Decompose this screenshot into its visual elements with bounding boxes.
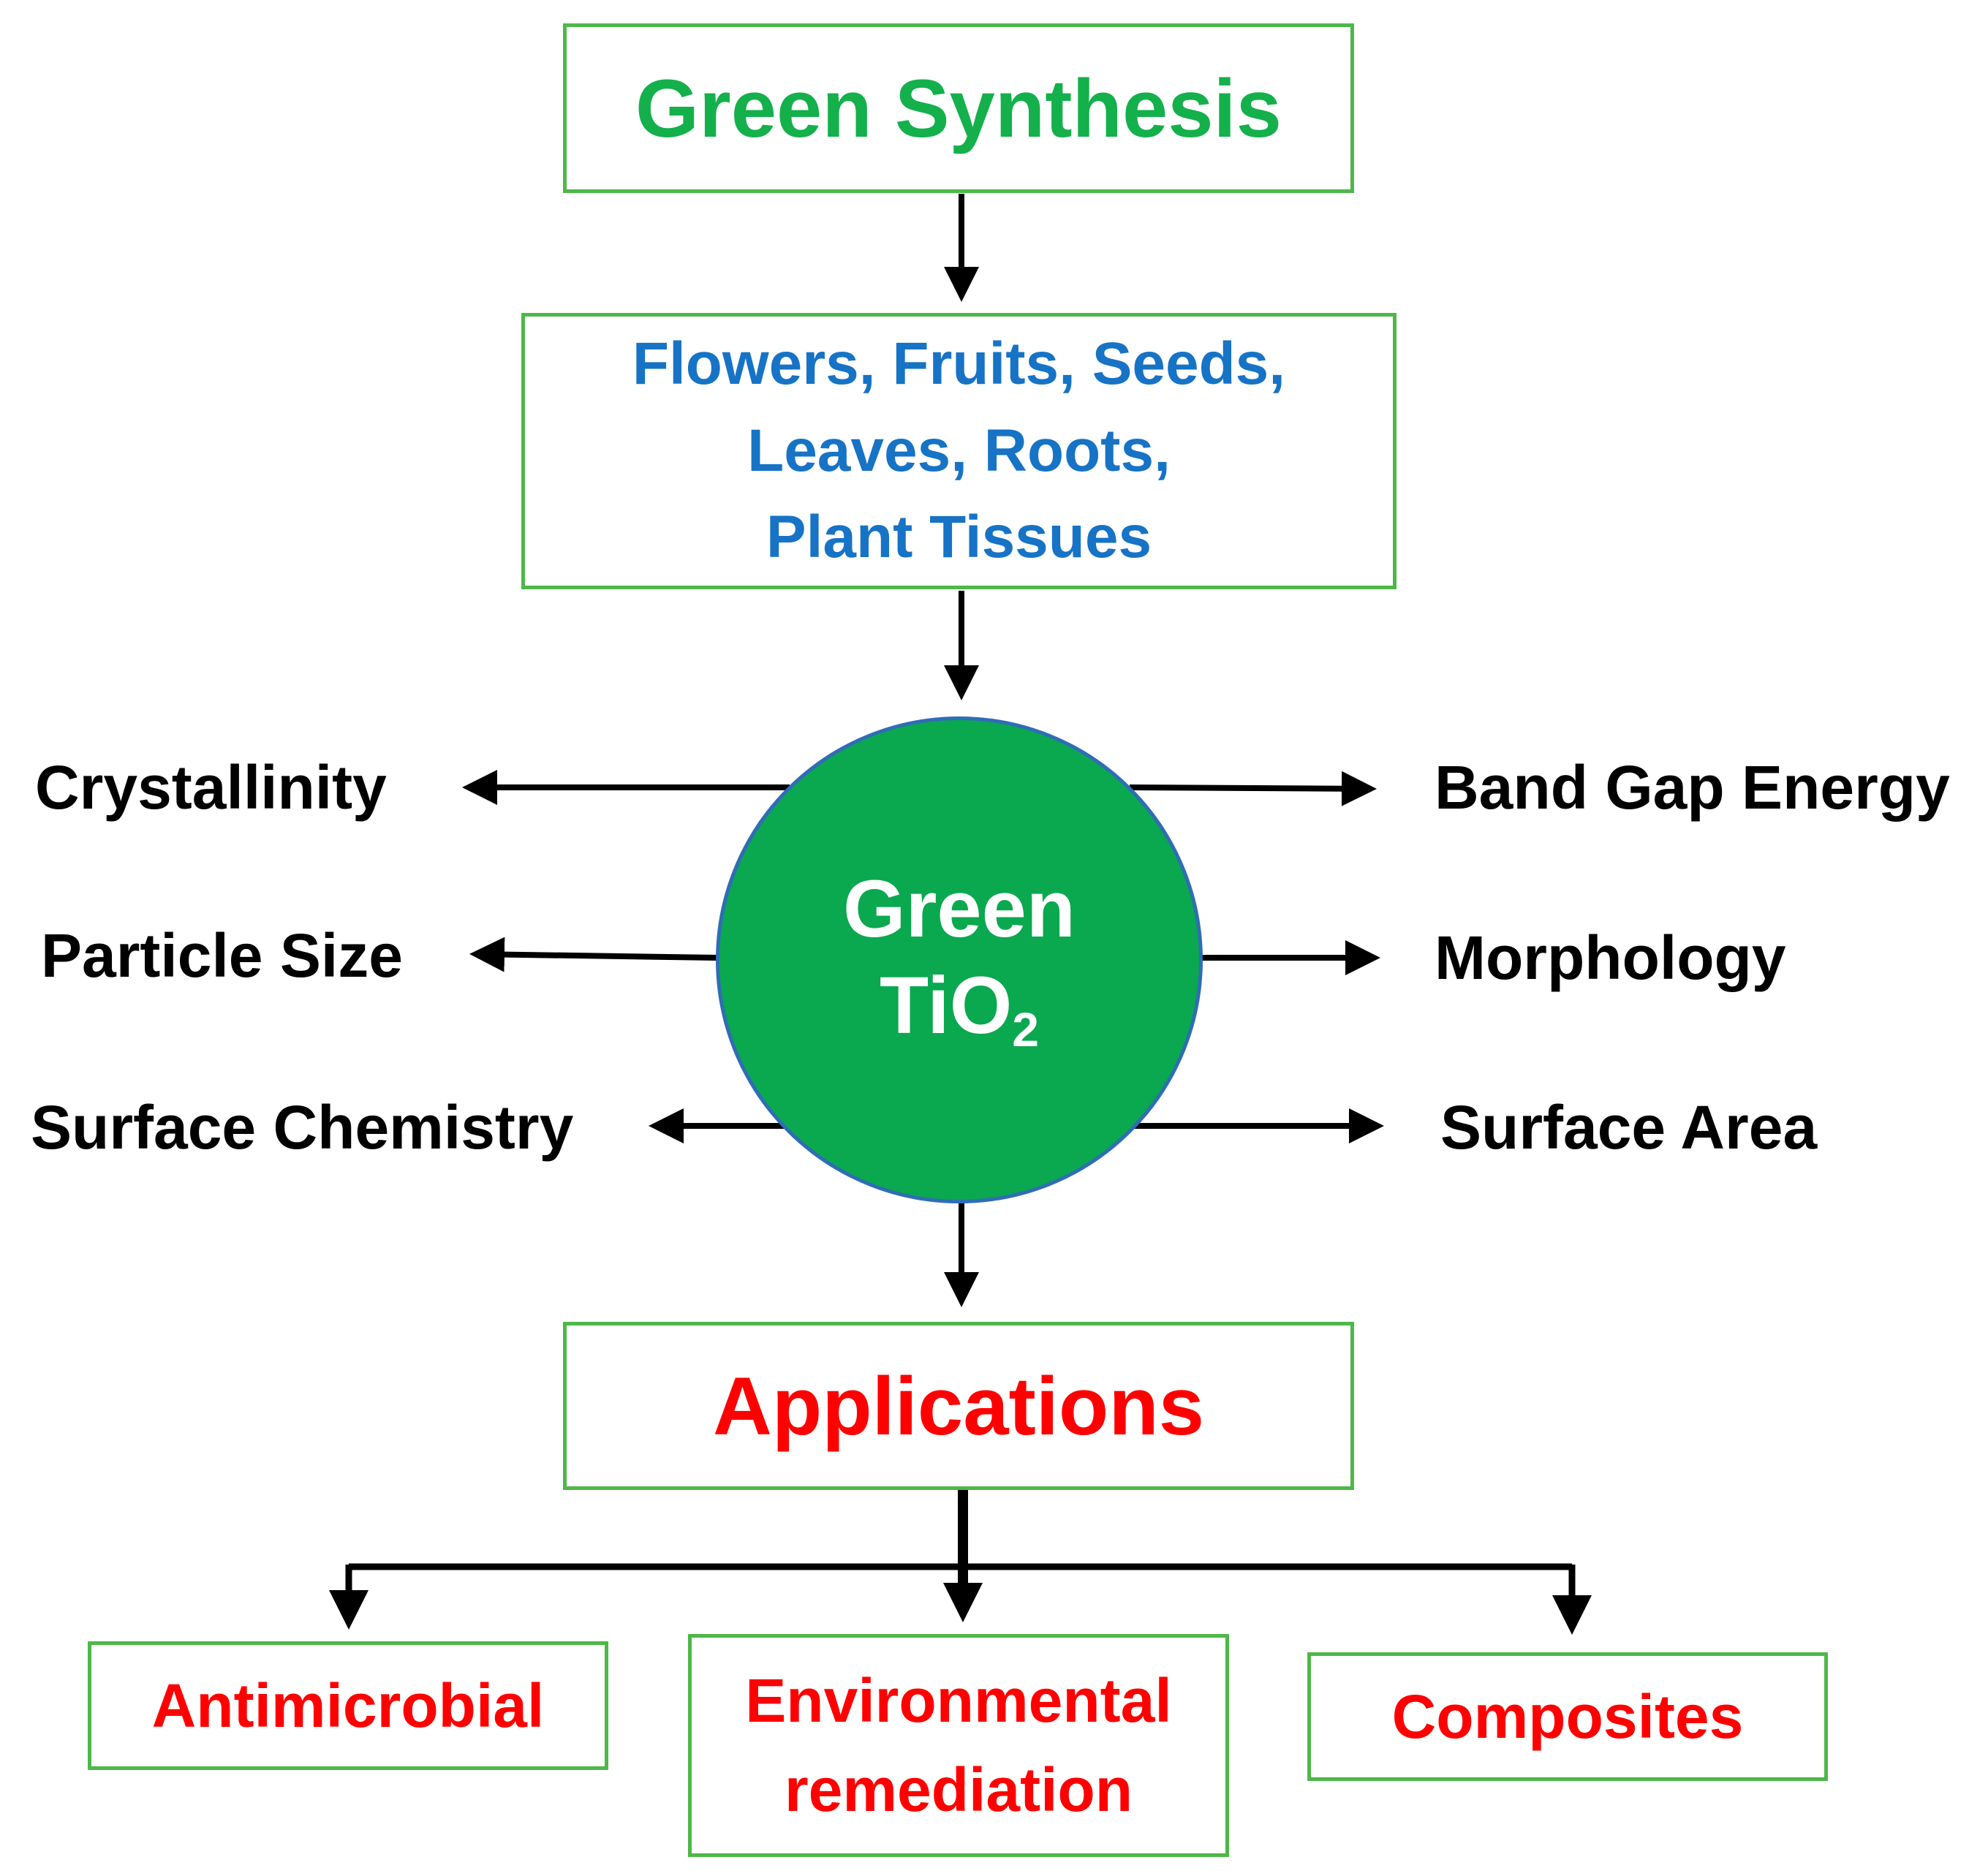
sources-line-3: Plant Tissues bbox=[766, 504, 1152, 571]
property-crystallinity: Crystallinity bbox=[35, 753, 387, 822]
property-surface-chemistry: Surface Chemistry bbox=[31, 1093, 574, 1162]
applications-label: Applications bbox=[712, 1360, 1205, 1452]
property-morphology: Morphology bbox=[1435, 923, 1786, 992]
application-environmental-box: Environmental remediation bbox=[688, 1634, 1229, 1857]
circle-line-1: Green bbox=[843, 863, 1076, 954]
green-synthesis-box: Green Synthesis bbox=[563, 23, 1354, 193]
property-surface-area: Surface Area bbox=[1440, 1093, 1818, 1162]
property-particle-size: Particle Size bbox=[41, 921, 403, 990]
application-environmental-line-2: remediation bbox=[784, 1755, 1133, 1824]
arrow-to-band-gap bbox=[1129, 771, 1377, 806]
green-tio2-circle: Green TiO2 bbox=[716, 716, 1203, 1203]
applications-box: Applications bbox=[563, 1322, 1354, 1490]
application-antimicrobial-box: Antimicrobial bbox=[88, 1641, 608, 1770]
formula-subscript: 2 bbox=[1012, 1002, 1040, 1056]
property-band-gap-energy: Band Gap Energy bbox=[1435, 753, 1950, 822]
application-composites-box: Composites bbox=[1307, 1652, 1828, 1781]
circle-formula: TiO2 bbox=[880, 958, 1039, 1059]
sources-line-2: Leaves, Roots, bbox=[747, 417, 1171, 484]
green-synthesis-label: Green Synthesis bbox=[635, 62, 1282, 154]
sources-line-1: Flowers, Fruits, Seeds, bbox=[632, 330, 1286, 397]
plant-sources-box: Flowers, Fruits, Seeds, Leaves, Roots, P… bbox=[521, 313, 1397, 589]
application-antimicrobial: Antimicrobial bbox=[151, 1671, 545, 1740]
application-environmental-line-1: Environmental bbox=[745, 1665, 1172, 1735]
formula-text: TiO bbox=[879, 960, 1013, 1051]
application-composites: Composites bbox=[1391, 1682, 1744, 1751]
arrow-to-particle-size bbox=[469, 937, 719, 972]
